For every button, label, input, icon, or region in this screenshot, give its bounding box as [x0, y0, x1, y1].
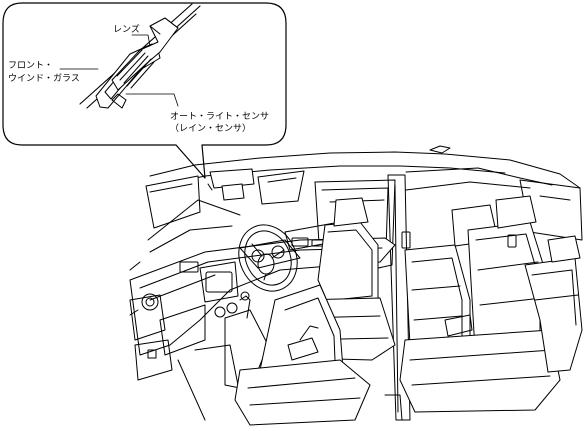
glove-box — [159, 304, 206, 356]
front-left-seat-cushion — [234, 359, 371, 426]
center-stack — [199, 261, 239, 303]
sensor-label: オート・ライト・センサ — [170, 111, 269, 122]
lens-label: レンズ — [113, 23, 140, 35]
second-row-seat-left — [404, 244, 471, 351]
callout-leaders — [59, 34, 179, 107]
mirror-console — [209, 168, 255, 189]
sensor-sub-label: （レイン・センサ） — [170, 123, 251, 134]
callout-bubble — [2, 2, 287, 179]
left-vent — [141, 293, 159, 311]
dome-light — [429, 145, 451, 154]
left-sun-visor — [145, 175, 201, 229]
windshield-label-line1: フロント・ — [8, 61, 53, 71]
second-row-cushion — [399, 329, 561, 413]
right-sun-visor — [257, 170, 305, 205]
instrument-cluster — [239, 239, 301, 269]
roof-outline — [149, 151, 581, 189]
windshield-label-line2: ウインド・ガラス — [8, 73, 80, 84]
center-console — [224, 309, 269, 391]
car-interior-drawing — [129, 145, 583, 426]
rear-view-mirror — [221, 183, 245, 201]
sensor-housing-detail — [95, 17, 179, 109]
